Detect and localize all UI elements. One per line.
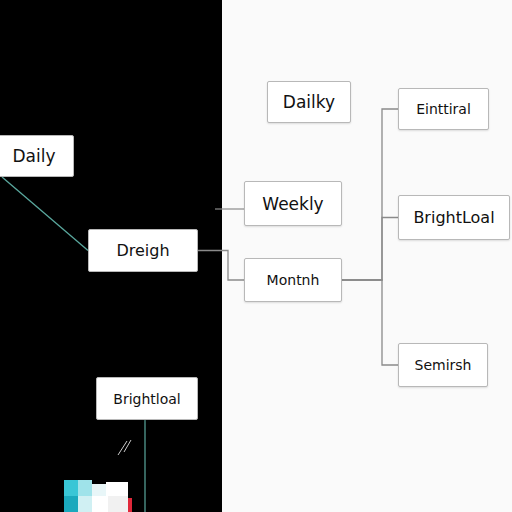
- connector-line: [342, 280, 398, 365]
- process-box: Dailky: [267, 81, 351, 123]
- connector-line: [342, 109, 398, 280]
- stub-line: [215, 208, 244, 209]
- process-box: Montnh: [244, 258, 342, 302]
- box-label: BrightLoal: [413, 208, 494, 227]
- tick-mark: [118, 441, 127, 455]
- connector-line: [198, 251, 244, 281]
- light-panel: [222, 0, 512, 512]
- box-label: Einttiral: [416, 101, 471, 117]
- connector-line: [342, 218, 398, 281]
- connector-line: [2, 177, 88, 251]
- process-box: Dreigh: [88, 229, 198, 272]
- box-label: Daily: [12, 146, 55, 166]
- process-box: Daily: [0, 135, 74, 177]
- box-label: Brightloal: [113, 391, 180, 407]
- box-label: Dreigh: [116, 241, 169, 260]
- box-label: Montnh: [267, 272, 320, 288]
- box-label: Weekly: [262, 194, 323, 214]
- process-box: Weekly: [244, 181, 342, 226]
- tick-mark: [124, 440, 131, 452]
- process-box: Einttiral: [398, 88, 489, 130]
- pixel-blocks: [64, 480, 132, 512]
- leader-line: [144, 420, 145, 512]
- process-box: Semirsh: [398, 343, 488, 387]
- box-label: Semirsh: [415, 357, 472, 373]
- dark-panel: [0, 0, 222, 512]
- box-label: Dailky: [283, 92, 335, 112]
- process-box: BrightLoal: [398, 195, 510, 240]
- process-box: Brightloal: [96, 377, 198, 420]
